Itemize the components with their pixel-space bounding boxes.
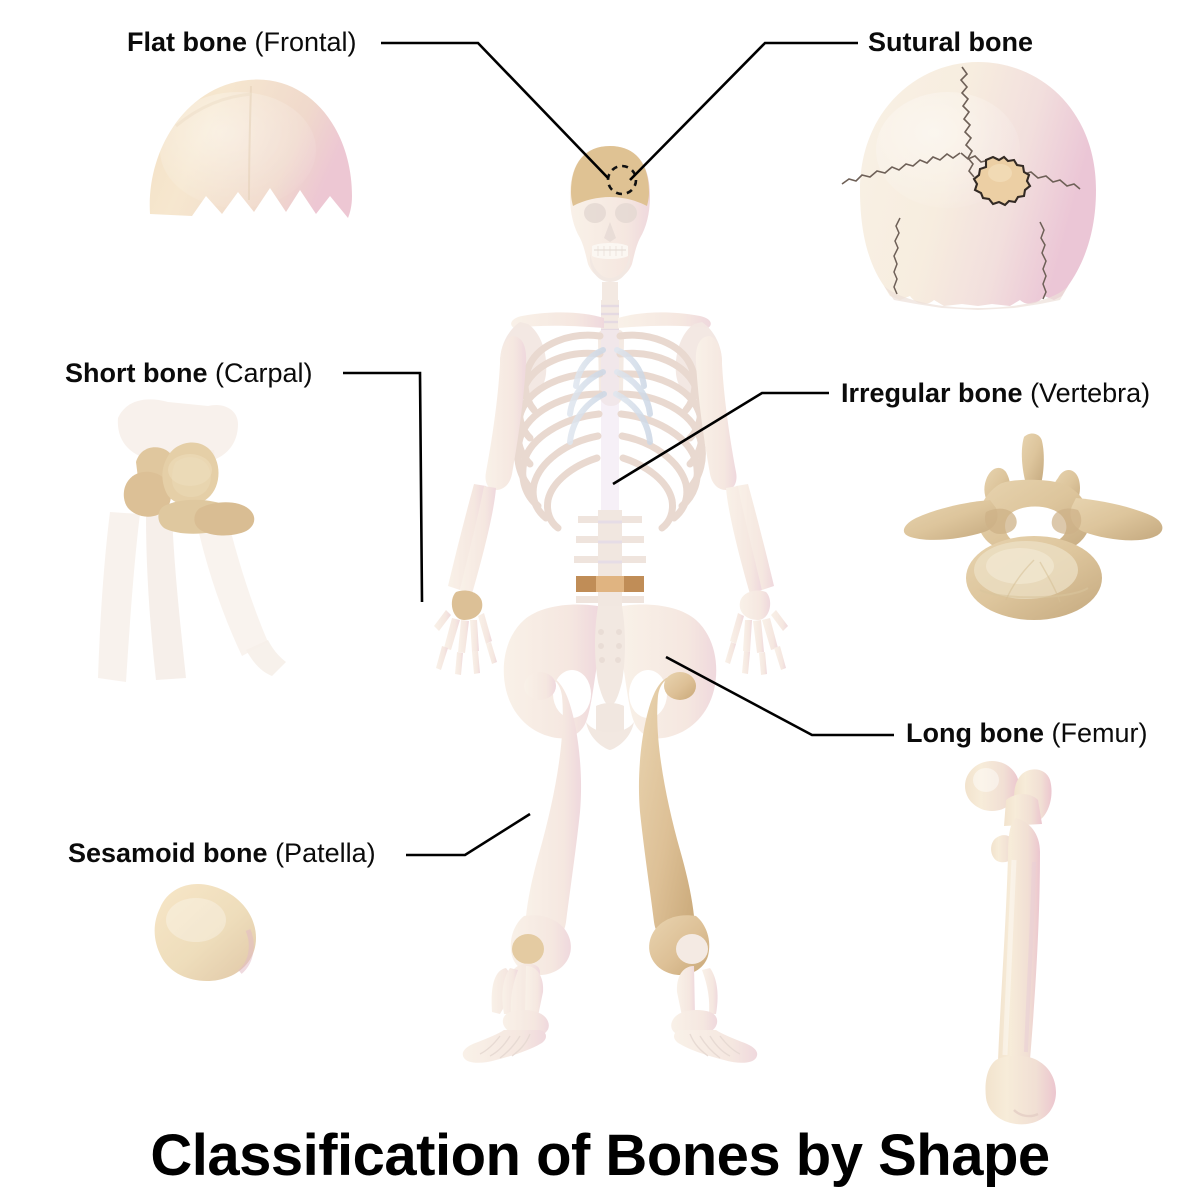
label-long-bone-example: (Femur): [1051, 718, 1148, 748]
label-sesamoid-bone: Sesamoid bone (Patella): [68, 840, 376, 867]
label-sutural-bone: Sutural bone: [868, 29, 1033, 56]
long-bone-femur-illustration: [965, 761, 1056, 1125]
full-skeleton-illustration: [434, 146, 788, 1063]
label-long-bone-title: Long bone: [906, 718, 1044, 748]
short-bone-carpal-illustration: [98, 399, 286, 682]
label-short-bone-title: Short bone: [65, 358, 208, 388]
label-irregular-bone-example: (Vertebra): [1030, 378, 1151, 408]
label-sesamoid-bone-example: (Patella): [275, 838, 376, 868]
label-short-bone: Short bone (Carpal): [65, 360, 313, 387]
label-flat-bone-example: (Frontal): [254, 27, 357, 57]
sutural-bone-skull-illustration: [841, 62, 1096, 310]
flat-bone-frontal-illustration: [149, 79, 352, 218]
sesamoid-bone-patella-illustration: [154, 884, 256, 982]
figure-title: Classification of Bones by Shape: [150, 1123, 1050, 1188]
label-long-bone: Long bone (Femur): [906, 720, 1147, 747]
skeleton-legs: [462, 672, 758, 1063]
label-flat-bone: Flat bone (Frontal): [127, 29, 357, 56]
label-sutural-bone-title: Sutural bone: [868, 27, 1034, 57]
label-short-bone-example: (Carpal): [215, 358, 313, 388]
label-irregular-bone: Irregular bone (Vertebra): [841, 380, 1150, 407]
skeleton-skull: [570, 146, 650, 282]
label-flat-bone-title: Flat bone: [127, 27, 247, 57]
label-irregular-bone-title: Irregular bone: [841, 378, 1023, 408]
label-sesamoid-bone-title: Sesamoid bone: [68, 838, 268, 868]
skeleton-thorax: [500, 282, 722, 606]
irregular-bone-vertebra-illustration: [903, 433, 1163, 620]
